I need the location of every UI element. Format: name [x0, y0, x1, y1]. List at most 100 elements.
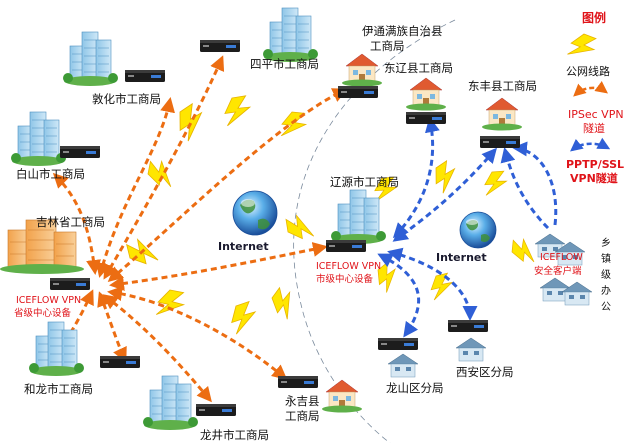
- building-icon: [330, 189, 387, 245]
- label-township-4: 办: [601, 284, 611, 297]
- label-client-1: ICEFLOW: [540, 252, 583, 263]
- vpn-device-icon: [480, 136, 520, 148]
- vpn-device-icon: [326, 240, 366, 252]
- label-yitong-1: 伊通满族自治县: [362, 24, 443, 38]
- label-longjing: 龙井市工商局: [200, 428, 269, 442]
- vpn-device-icon: [406, 112, 446, 124]
- house-icon: [341, 53, 383, 87]
- vpn-device-icon: [125, 70, 165, 82]
- bolt-7: [230, 299, 257, 337]
- legend-pptp-2: VPN隧道: [570, 171, 618, 185]
- legend-bolt-icon: [563, 28, 601, 66]
- vpn-device-icon: [196, 404, 236, 416]
- legend-public-line: 公网线路: [566, 64, 610, 78]
- pptp-xian: [387, 247, 478, 321]
- internet-globe-left: Internet: [218, 190, 278, 253]
- node-siping: 四平市工商局: [200, 7, 319, 71]
- label-yongji-2: 工商局: [285, 409, 320, 423]
- internet-globe-right: Internet: [436, 211, 497, 264]
- node-security-client: ICEFLOW 安全客户端 乡 镇 级 办 公: [534, 233, 611, 313]
- label-yongji-1: 永吉县: [285, 394, 320, 408]
- label-township-5: 公: [601, 302, 611, 313]
- label-helong: 和龙市工商局: [24, 382, 93, 396]
- node-dongfeng: 东丰县工商局: [468, 79, 537, 148]
- label-jilin-device-2: 省级中心设备: [14, 307, 72, 319]
- bolt-10: [432, 159, 459, 195]
- node-yitong: 伊通满族自治县 工商局: [338, 24, 443, 98]
- building-icon: [28, 321, 85, 377]
- house-icon: [321, 379, 363, 413]
- vpn-device-icon: [60, 146, 100, 158]
- label-dongliao: 东辽县工商局: [384, 61, 453, 75]
- building-icon: [262, 7, 319, 63]
- label-liaoyuan: 辽源市工商局: [330, 175, 399, 189]
- legend-ipsec-arrow-icon: [573, 81, 609, 97]
- label-jilin-device-1: ICEFLOW VPN: [16, 295, 81, 306]
- label-dongfeng: 东丰县工商局: [468, 79, 537, 93]
- bolt-15: [506, 234, 542, 267]
- label-siping: 四平市工商局: [250, 57, 319, 71]
- label-jilin: 吉林省工商局: [36, 215, 105, 229]
- building-icon: [62, 31, 119, 87]
- vpn-device-icon: [338, 86, 378, 98]
- bolt-8: [266, 284, 302, 323]
- vpn-device-icon: [378, 338, 418, 350]
- bolt-9: [281, 212, 319, 242]
- label-baishan: 白山市工商局: [16, 167, 85, 181]
- building-icon: [142, 375, 199, 431]
- bolt-6: [151, 283, 190, 325]
- house-icon: [481, 97, 523, 131]
- node-baishan: 白山市工商局: [10, 111, 100, 181]
- bolt-13: [429, 270, 454, 303]
- vpn-device-icon: [200, 40, 240, 52]
- vpn-device-icon: [448, 320, 488, 332]
- node-helong: 和龙市工商局: [24, 321, 140, 396]
- legend-pptp-1: PPTP/SSL: [566, 158, 624, 171]
- pptp-client-dongfeng: [512, 141, 558, 226]
- label-township-2: 镇: [601, 252, 611, 265]
- office-building-icon: [0, 219, 84, 274]
- building-icon: [10, 111, 67, 167]
- bolt-2: [221, 91, 253, 131]
- vpn-device-icon: [50, 278, 90, 290]
- ipsec-jilin-helong2: [97, 291, 127, 363]
- internet-label-left: Internet: [218, 240, 269, 253]
- pptp-client2: [500, 147, 550, 230]
- node-longjing: 龙井市工商局: [142, 375, 269, 442]
- node-liaoyuan: 辽源市工商局 ICEFLOW VPN 市级中心设备: [316, 175, 399, 285]
- ipsec-jilin-longjing: [102, 294, 212, 403]
- label-township-1: 乡: [601, 237, 611, 249]
- node-dunhua: 敦化市工商局: [62, 31, 165, 106]
- label-longshan: 龙山区分局: [386, 381, 444, 395]
- label-yitong-2: 工商局: [370, 39, 405, 53]
- label-liaoyuan-device-1: ICEFLOW VPN: [316, 261, 381, 272]
- bolt-12: [481, 166, 510, 201]
- ipsec-jilin-yongji: [107, 286, 288, 380]
- label-dunhua: 敦化市工商局: [92, 92, 161, 106]
- label-client-2: 安全客户端: [534, 265, 582, 277]
- legend-ipsec-2: 隧道: [583, 121, 605, 135]
- ipsec-tunnels: [52, 55, 348, 403]
- pptp-dongfeng: [392, 147, 497, 242]
- ipsec-jilin-liaoyuan: [109, 241, 328, 291]
- ipsec-jilin-yitong: [107, 88, 348, 282]
- node-xian: 西安区分局: [448, 320, 514, 379]
- legend-pptp-arrow-icon: [570, 137, 611, 152]
- node-dongliao: 东辽县工商局: [384, 61, 453, 124]
- node-longshan: 龙山区分局: [378, 338, 444, 395]
- bolt-3: [276, 105, 311, 145]
- blue-house-icon: [387, 353, 419, 378]
- node-jilin: 吉林省工商局 ICEFLOW VPN 省级中心设备: [0, 215, 105, 319]
- label-township-3: 级: [601, 269, 611, 281]
- bolt-1: [175, 101, 207, 143]
- vpn-device-icon: [100, 356, 140, 368]
- label-liaoyuan-device-2: 市级中心设备: [316, 273, 374, 285]
- ipsec-jilin-baishan: [52, 172, 102, 275]
- label-xian: 西安区分局: [456, 365, 514, 379]
- pptp-dongliao: [392, 117, 440, 239]
- legend-title: 图例: [582, 10, 606, 25]
- blue-house-icon: [455, 337, 487, 362]
- internet-label-right: Internet: [436, 251, 487, 264]
- house-icon: [405, 77, 447, 111]
- pptp-tunnels: [377, 117, 558, 338]
